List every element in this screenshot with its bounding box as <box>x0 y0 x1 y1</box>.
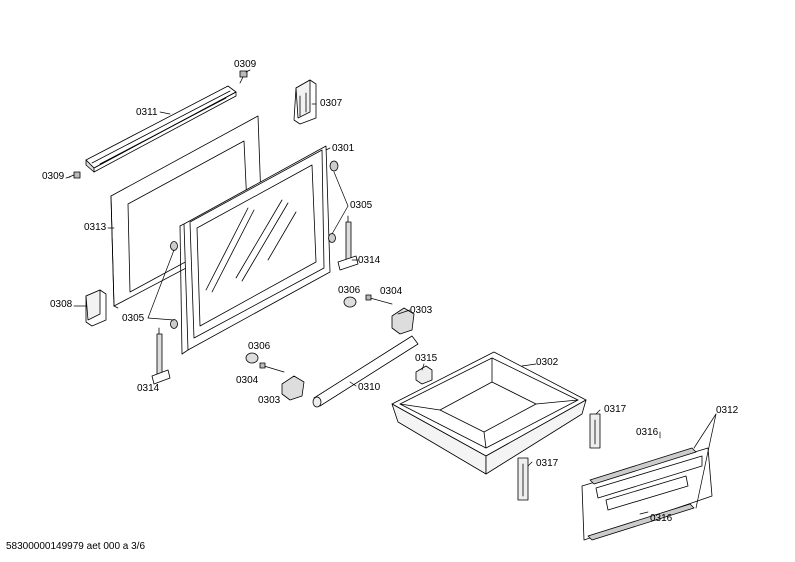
label-0304-right: 0304 <box>380 286 403 297</box>
part-0311-handle-strip <box>85 85 237 173</box>
label-0303-right: 0303 <box>410 305 433 316</box>
part-0315-clip <box>415 365 433 385</box>
part-0306-nut-left <box>245 352 259 364</box>
part-0309-screw-left <box>68 171 81 179</box>
label-0310: 0310 <box>358 382 381 393</box>
label-0314-right: 0314 <box>358 255 381 266</box>
label-0317-left: 0317 <box>536 458 559 469</box>
part-0302-tray <box>391 351 587 475</box>
leader-lines <box>65 69 717 515</box>
part-0304-bolt-right <box>365 294 393 305</box>
label-0305-right: 0305 <box>350 200 373 211</box>
part-0305-grommets <box>170 160 339 329</box>
part-0310-rod <box>312 335 419 408</box>
label-0304-left: 0304 <box>236 375 259 386</box>
label-0316-top: 0316 <box>636 427 659 438</box>
part-0314-hinge-right <box>337 215 359 271</box>
part-0307-bracket <box>293 79 317 125</box>
part-0308-bracket <box>85 289 107 327</box>
part-0301-outer-door <box>179 145 331 355</box>
part-0317-runner-left <box>517 457 529 501</box>
label-0307: 0307 <box>320 98 343 109</box>
part-0316-strip-bottom <box>587 503 695 541</box>
label-0311: 0311 <box>136 107 158 118</box>
document-footer: 58300000149979 aet 000 a 3/6 <box>6 541 146 552</box>
label-0301: 0301 <box>332 143 355 154</box>
part-0304-bolt-left <box>259 362 285 373</box>
part-0316-strip-top <box>589 447 697 485</box>
label-0312: 0312 <box>716 405 739 416</box>
label-0308: 0308 <box>50 299 73 310</box>
label-0306-left: 0306 <box>248 341 271 352</box>
part-0303-block-left <box>281 375 305 401</box>
label-0305-left: 0305 <box>122 313 145 324</box>
part-0314-hinge-left <box>151 327 171 385</box>
label-0309-top: 0309 <box>234 59 257 70</box>
label-0315: 0315 <box>415 353 438 364</box>
label-0314-left: 0314 <box>137 383 160 394</box>
part-0317-runner-right <box>589 413 601 449</box>
label-0302: 0302 <box>536 357 559 368</box>
label-0309-left: 0309 <box>42 171 65 182</box>
label-0316-bottom: 0316 <box>650 513 673 524</box>
part-0303-block-right <box>391 307 415 335</box>
part-0306-nut-right <box>343 296 357 308</box>
label-0313: 0313 <box>84 222 107 233</box>
part-0309-screw-top <box>239 70 248 84</box>
label-0303-left: 0303 <box>258 395 281 406</box>
label-0317-right: 0317 <box>604 404 627 415</box>
label-0306-right: 0306 <box>338 285 361 296</box>
